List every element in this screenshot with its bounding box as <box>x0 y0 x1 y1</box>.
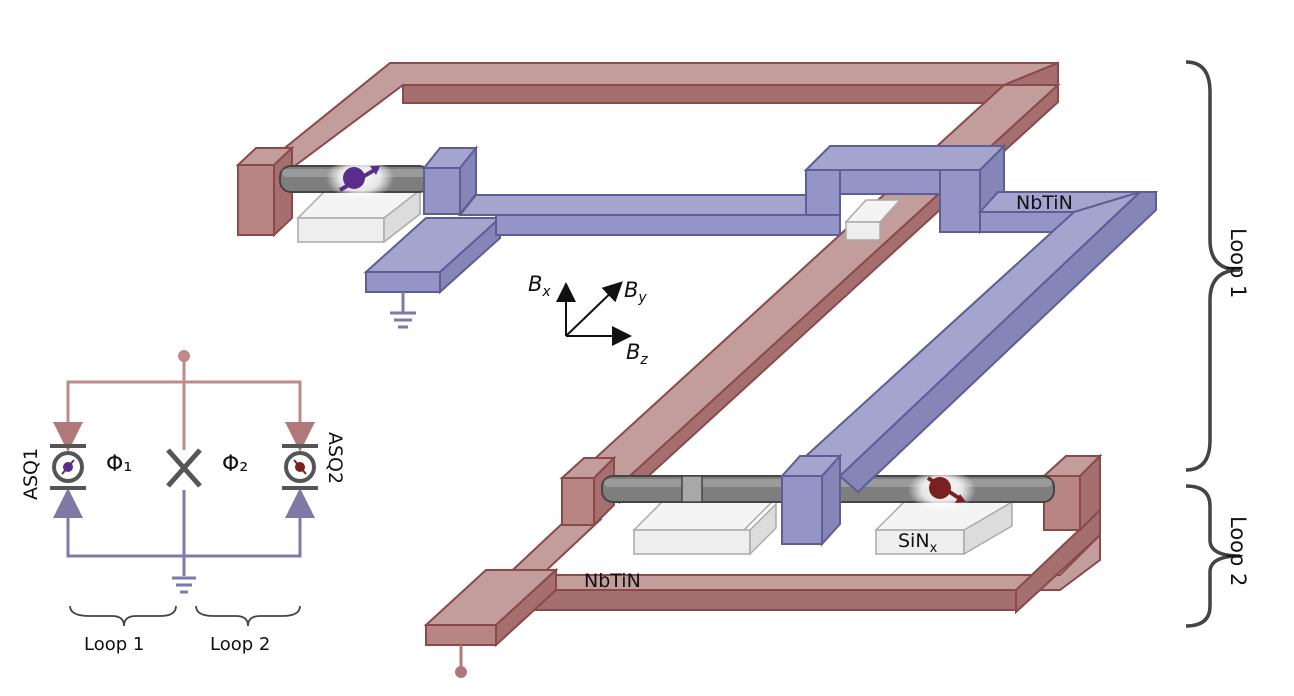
loop2-label-right: Loop 2 <box>1226 516 1250 587</box>
circuit-loop2-label: Loop 2 <box>210 634 271 655</box>
asq2-element <box>282 444 318 490</box>
sinx-label: SiNx <box>898 530 938 556</box>
circuit-schematic <box>50 350 318 627</box>
loop1-label-right: Loop 1 <box>1226 228 1250 299</box>
ground-icon <box>390 311 416 329</box>
asq1-element <box>50 444 86 490</box>
blue-nbtin-trace <box>363 143 1159 547</box>
bottom-lead-terminal <box>455 666 467 678</box>
spin-arrow-icon <box>326 156 394 200</box>
asq2-label: ASQ2 <box>324 432 346 485</box>
ground-icon <box>172 576 196 594</box>
circuit-loop1-label: Loop 1 <box>84 634 145 655</box>
phi1-label: Φ₁ <box>106 452 133 477</box>
phi2-label: Φ₂ <box>222 452 249 477</box>
josephson-junction-cross-icon <box>166 448 202 488</box>
axis-bz-label: Bz <box>626 340 648 369</box>
nbtin-label-bottom: NbTiN <box>584 570 641 592</box>
magnetic-field-axes <box>556 281 632 346</box>
axis-bx-label: Bx <box>528 272 551 301</box>
asq1-label: ASQ1 <box>20 447 42 500</box>
loop1-brace <box>1185 60 1241 472</box>
nbtin-label-top: NbTiN <box>1016 192 1073 214</box>
axis-by-label: By <box>624 278 647 307</box>
spin-arrow-icon <box>908 468 976 512</box>
loop2-brace <box>1185 484 1241 628</box>
sinx-substrates <box>296 188 1014 556</box>
